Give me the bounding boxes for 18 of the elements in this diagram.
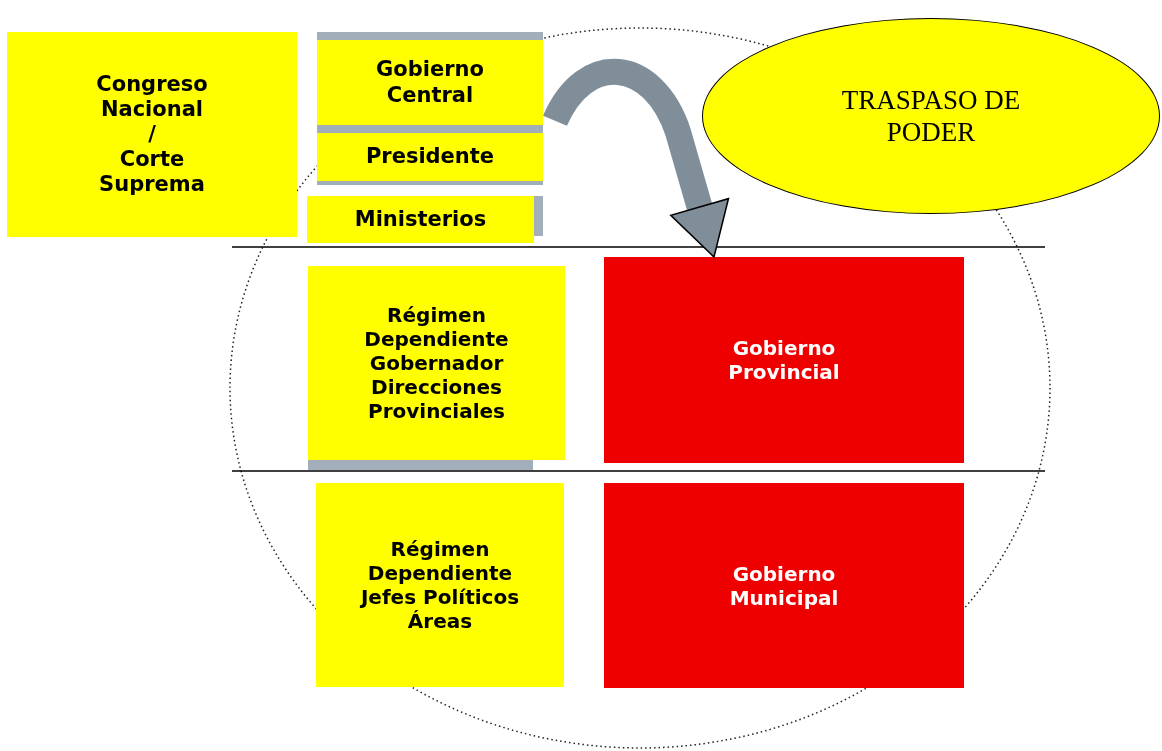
org-box xyxy=(316,483,564,687)
org-box xyxy=(317,133,543,181)
box-text: Régimen Dependiente Jefes Políticos Áreas xyxy=(359,537,521,633)
org-box xyxy=(604,257,964,463)
box-text: Congreso Nacional / Corte Suprema xyxy=(95,71,209,198)
box-text: Gobierno Municipal xyxy=(728,561,840,610)
box-text: Presidente xyxy=(365,144,495,170)
box-text: Régimen Dependiente Gobernador Direcciones Provinciales xyxy=(363,303,510,423)
box-text: Gobierno Provincial xyxy=(727,336,841,384)
org-box xyxy=(317,40,543,125)
box-text: Gobierno Central xyxy=(375,57,485,108)
org-box xyxy=(308,266,565,460)
org-box xyxy=(307,196,534,243)
box-text: Ministerios xyxy=(354,206,487,233)
org-box xyxy=(7,32,297,237)
curved-arrow xyxy=(543,59,730,258)
box-text: TRASPASO DE PODER xyxy=(840,83,1022,149)
org-box xyxy=(604,483,964,688)
